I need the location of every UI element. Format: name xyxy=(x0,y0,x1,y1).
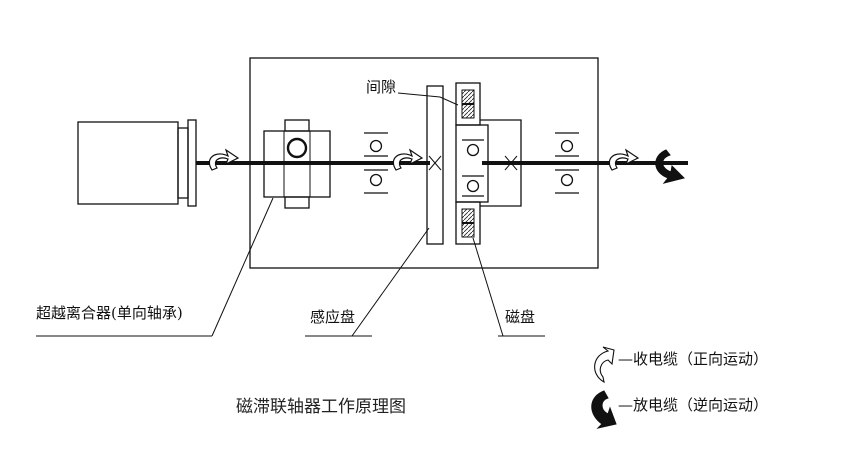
diagram-caption: 磁滞联轴器工作原理图 xyxy=(236,397,406,417)
rotation-arrow-solid-icon xyxy=(655,149,685,184)
sensing-disc-label: 感应盘 xyxy=(310,308,355,326)
clutch-label: 超越离合器(单向轴承) xyxy=(36,304,183,322)
overrunning-clutch xyxy=(263,119,331,209)
rotation-arrow-outline-icon xyxy=(208,148,240,171)
one-way-bearing-icon xyxy=(286,137,308,159)
bearing-right xyxy=(555,132,579,194)
rotation-arrow-outline-icon xyxy=(392,148,424,171)
rotation-arrow-outline-icon xyxy=(608,148,640,171)
legend: —收电缆（正向运动） —放电缆（逆向运动） xyxy=(591,346,768,429)
legend-retract-text: —收电缆（正向运动） xyxy=(618,350,768,368)
release-arrow-icon xyxy=(591,390,617,429)
leader-lines xyxy=(36,92,545,337)
legend-release-text: —放电缆（逆向运动） xyxy=(618,396,768,414)
gap-label: 间隙 xyxy=(366,78,396,96)
sensing-disc xyxy=(426,85,444,245)
motor xyxy=(77,119,197,207)
bearing-left xyxy=(364,132,388,194)
magnetic-disc-label: 磁盘 xyxy=(505,308,535,326)
magnetic-disc xyxy=(455,82,522,245)
retract-arrow-icon xyxy=(594,346,615,384)
